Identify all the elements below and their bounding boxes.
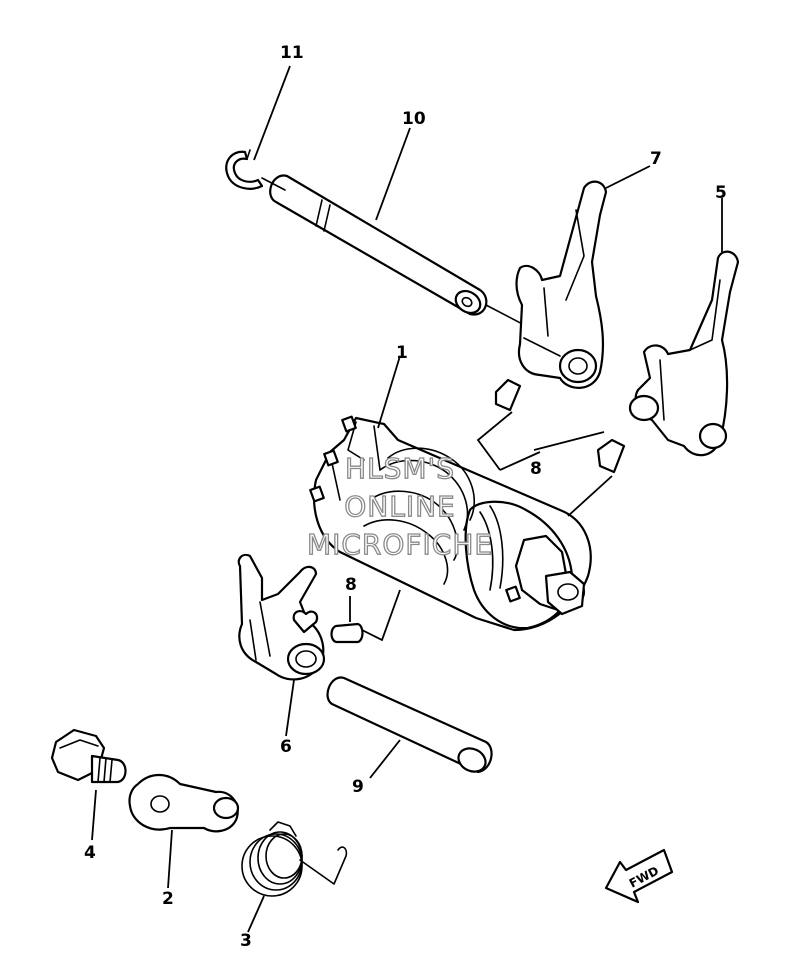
callout-8-lower: 8 bbox=[345, 575, 357, 595]
callout-11: 11 bbox=[280, 43, 304, 63]
part-8-guide-pin-lower bbox=[330, 622, 364, 644]
watermark-line-3: MICROFICHE bbox=[307, 528, 493, 561]
part-5-shift-fork bbox=[628, 250, 740, 457]
callout-6: 6 bbox=[280, 737, 292, 757]
leader-lines bbox=[91, 65, 723, 933]
part-8-guide-pins-upper bbox=[494, 378, 626, 474]
callout-5: 5 bbox=[715, 183, 727, 203]
part-6-shift-fork bbox=[237, 553, 326, 681]
callout-2: 2 bbox=[162, 889, 174, 909]
part-7-shift-fork bbox=[515, 180, 608, 389]
callout-8-upper: 8 bbox=[530, 459, 542, 479]
watermark: HLSM'S ONLINE MICROFICHE bbox=[306, 451, 493, 561]
part-9-shift-fork-shaft bbox=[326, 676, 493, 774]
watermark-line-1: HLSM'S bbox=[345, 452, 455, 485]
watermark-line-2: ONLINE bbox=[344, 490, 455, 523]
callout-7: 7 bbox=[650, 149, 662, 169]
part-3-torsion-spring bbox=[241, 821, 348, 897]
callout-10: 10 bbox=[402, 109, 426, 129]
forward-direction-arrow-icon: FWD bbox=[604, 848, 674, 904]
part-2-stopper-lever bbox=[128, 773, 240, 833]
callout-4: 4 bbox=[84, 843, 96, 863]
callout-numbers: 11 10 7 5 1 8 8 6 9 4 2 3 bbox=[84, 43, 727, 951]
callout-9: 9 bbox=[352, 777, 364, 797]
callout-1: 1 bbox=[396, 343, 408, 363]
part-10-shift-fork-shaft bbox=[261, 174, 531, 329]
callout-3: 3 bbox=[240, 931, 252, 951]
part-11-circlip bbox=[225, 149, 264, 190]
part-4-bolt bbox=[50, 728, 127, 784]
part-1-shift-drum bbox=[309, 415, 592, 632]
